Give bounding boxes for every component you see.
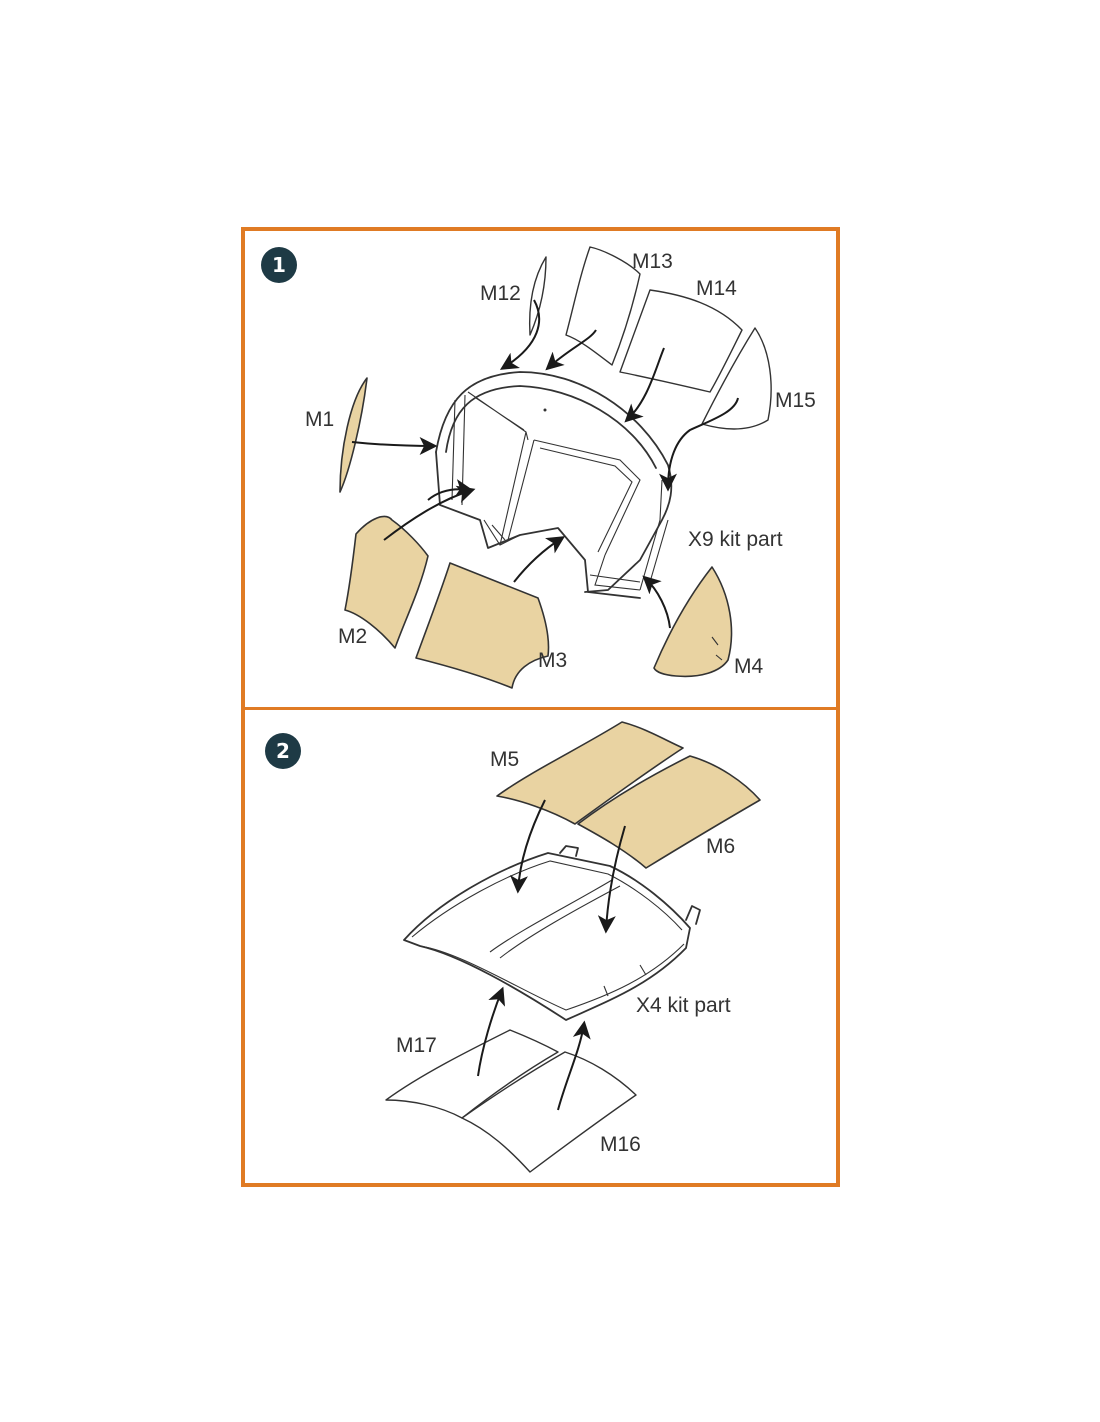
label-m15: M15	[775, 389, 816, 412]
panel-m17	[385, 1029, 559, 1119]
step-1-arrows	[351, 299, 739, 629]
panel-m14	[619, 289, 743, 393]
step-2-arrows	[477, 799, 626, 1111]
label-m4: M4	[734, 655, 763, 678]
step-divider	[245, 707, 836, 710]
label-m5: M5	[490, 748, 519, 771]
label-m6: M6	[706, 835, 735, 858]
label-x9-kit-part: X9 kit part	[688, 528, 783, 551]
mask-m3	[415, 562, 550, 689]
panel-m15	[701, 327, 772, 430]
x4-kit-part	[403, 845, 701, 1021]
mask-m6	[577, 755, 761, 869]
label-m12: M12	[480, 282, 521, 305]
label-m1: M1	[305, 408, 334, 431]
label-m13: M13	[632, 250, 673, 273]
step-2-section: 2 M5 M6 M16 M17 X4 kit part	[265, 721, 761, 1173]
panel-m16	[461, 1051, 637, 1173]
step-1-section: 1	[261, 246, 816, 689]
mask-m2	[344, 515, 429, 649]
x9-kit-part	[435, 371, 673, 599]
mask-m4	[653, 566, 733, 678]
label-m17: M17	[396, 1034, 437, 1057]
label-m14: M14	[696, 277, 737, 300]
panel-m13	[565, 246, 641, 366]
label-m16: M16	[600, 1133, 641, 1156]
mask-m1	[339, 377, 368, 493]
svg-text:1: 1	[272, 253, 286, 277]
label-m2: M2	[338, 625, 367, 648]
mask-m5	[496, 721, 684, 825]
step-1-badge: 1	[261, 247, 297, 283]
label-x4-kit-part: X4 kit part	[636, 994, 731, 1017]
svg-text:2: 2	[276, 739, 290, 763]
label-m3: M3	[538, 649, 567, 672]
instruction-frame	[241, 227, 840, 1187]
panel-m12	[528, 256, 547, 336]
step-2-badge: 2	[265, 733, 301, 769]
